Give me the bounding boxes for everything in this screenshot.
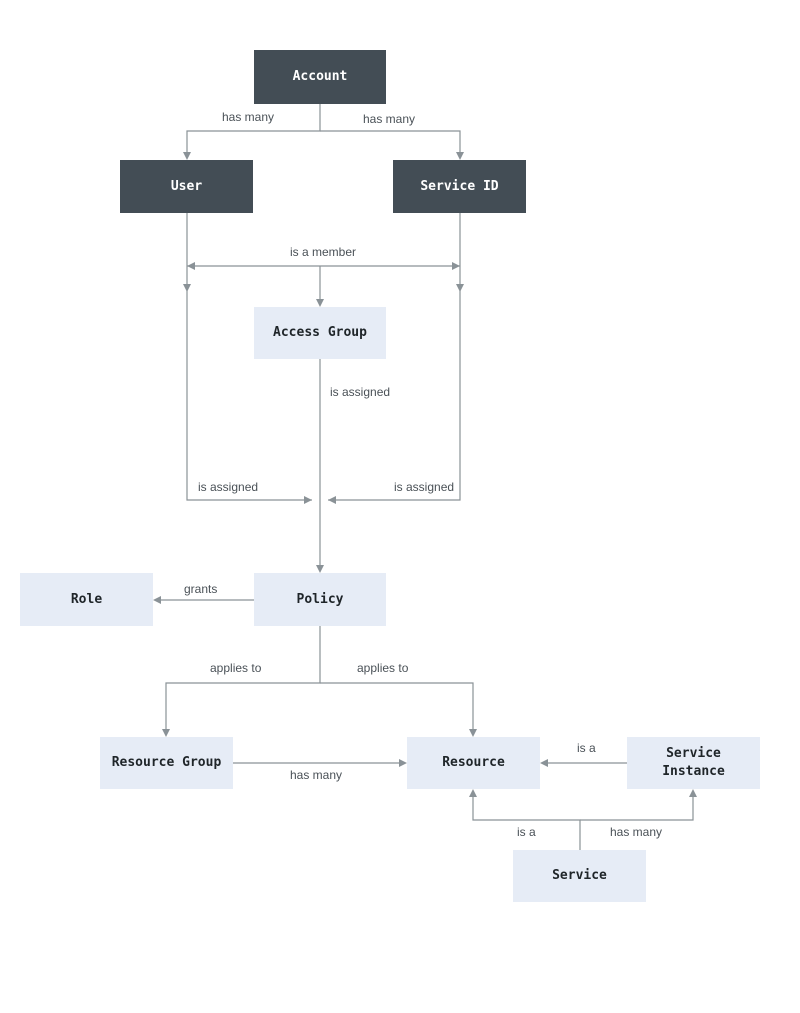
label-instance-is-a: is a <box>577 741 596 755</box>
arrow-into-resource-from-instance <box>540 759 548 767</box>
label-service-id-assigned: is assigned <box>394 480 455 494</box>
arrow-user-down <box>183 284 191 292</box>
label-applies-resource-group: applies to <box>210 661 262 675</box>
edge-policy-applies-resource <box>320 682 474 731</box>
arrow-into-user <box>183 152 191 160</box>
edge-policy-applies <box>165 626 321 731</box>
edge-service-id-line <box>328 213 461 501</box>
arrow-service-id-to-policy-bus <box>328 496 336 504</box>
label-service-is-a: is a <box>517 825 536 839</box>
node-service-instance: Service Instance <box>627 737 760 789</box>
node-policy: Policy <box>254 573 386 626</box>
node-user: User <box>120 160 253 213</box>
arrow-into-service-instance <box>689 789 697 797</box>
edge-account-to-user <box>186 104 321 154</box>
node-service-id: Service ID <box>393 160 526 213</box>
arrow-member-right <box>452 262 460 270</box>
node-access-group: Access Group <box>254 307 386 359</box>
label-service-has-many: has many <box>610 825 663 839</box>
arrow-into-resource-from-service <box>469 789 477 797</box>
arrow-into-role <box>153 596 161 604</box>
edge-service-links <box>472 795 581 850</box>
label-account-user: has many <box>222 110 275 124</box>
label-resource-group-has-many: has many <box>290 768 343 782</box>
arrow-user-to-policy-bus <box>304 496 312 504</box>
edge-user-line <box>186 213 312 501</box>
label-applies-resource: applies to <box>357 661 409 675</box>
arrow-into-resource-from-policy <box>469 729 477 737</box>
node-role: Role <box>20 573 153 626</box>
label-grants: grants <box>184 582 218 596</box>
label-account-service-id: has many <box>363 112 416 126</box>
node-account: Account <box>254 50 386 104</box>
arrow-into-resource-from-group <box>399 759 407 767</box>
arrow-service-id-down <box>456 284 464 292</box>
arrow-into-resource-group <box>162 729 170 737</box>
node-service: Service <box>513 850 646 902</box>
edge-service-to-instance <box>580 795 694 821</box>
edge-account-to-service-id <box>320 130 461 154</box>
arrow-into-service-id <box>456 152 464 160</box>
arrow-into-policy <box>316 565 324 573</box>
arrow-member-left <box>187 262 195 270</box>
label-member: is a member <box>290 245 357 259</box>
node-resource: Resource <box>407 737 540 789</box>
label-user-assigned: is assigned <box>198 480 259 494</box>
arrow-into-access-group <box>316 299 324 307</box>
label-group-assigned: is assigned <box>330 385 391 399</box>
node-resource-group: Resource Group <box>100 737 233 789</box>
